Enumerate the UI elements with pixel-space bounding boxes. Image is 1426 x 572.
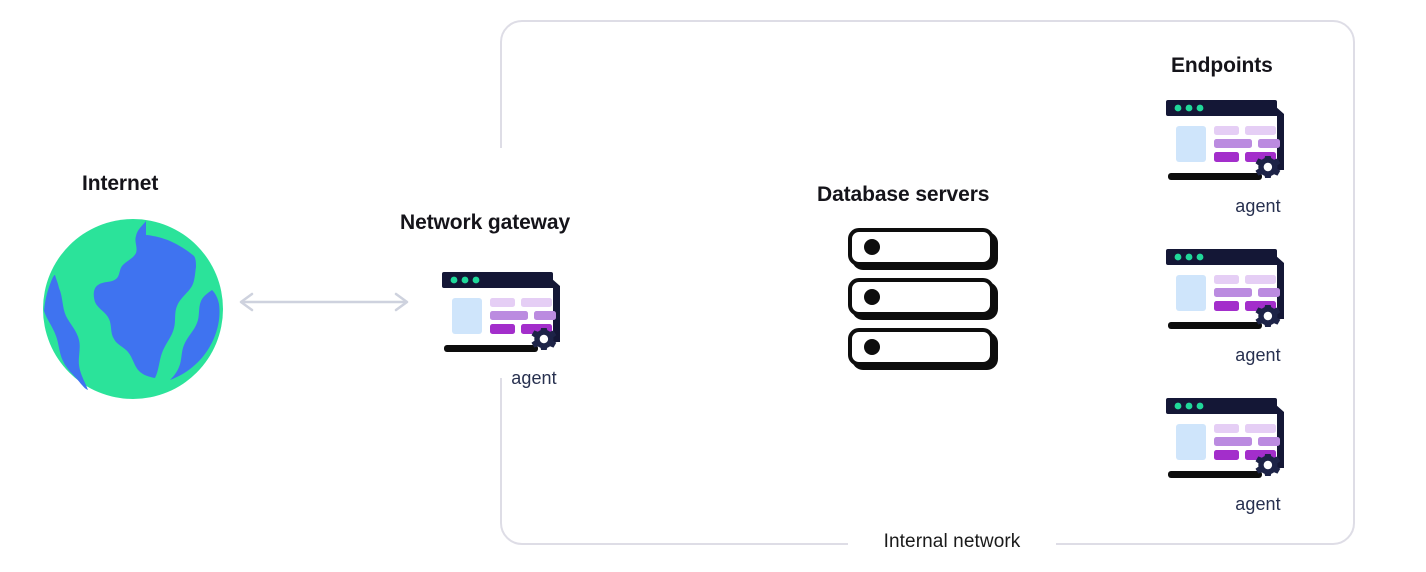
monitor-agent-icon bbox=[1164, 394, 1294, 492]
network-gateway-node[interactable]: agent bbox=[440, 268, 590, 398]
internet-title: Internet bbox=[82, 172, 159, 195]
monitor-agent-icon bbox=[440, 268, 570, 366]
endpoint-agent-label: agent bbox=[1235, 494, 1281, 514]
database-servers-title: Database servers bbox=[817, 183, 990, 206]
gateway-agent-label: agent bbox=[511, 368, 557, 388]
database-server-unit[interactable] bbox=[848, 278, 994, 316]
double-arrow-icon bbox=[236, 290, 412, 314]
endpoint-node[interactable]: agent bbox=[1164, 245, 1314, 375]
internal-network-label: Internal network bbox=[883, 531, 1021, 552]
monitor-agent-icon bbox=[1164, 96, 1294, 194]
endpoints-title: Endpoints bbox=[1171, 54, 1273, 77]
globe-icon bbox=[42, 218, 224, 400]
server-status-dot bbox=[864, 239, 880, 255]
database-server-stack bbox=[848, 228, 1008, 368]
boundary-bottom-gap bbox=[848, 528, 1056, 562]
endpoint-agent-label: agent bbox=[1235, 345, 1281, 365]
endpoint-agent-label: agent bbox=[1235, 196, 1281, 216]
network-gateway-title: Network gateway bbox=[400, 211, 571, 234]
server-status-dot bbox=[864, 289, 880, 305]
server-status-dot bbox=[864, 339, 880, 355]
endpoint-node[interactable]: agent bbox=[1164, 394, 1314, 524]
endpoint-node[interactable]: agent bbox=[1164, 96, 1314, 226]
monitor-agent-icon bbox=[1164, 245, 1294, 343]
database-server-unit[interactable] bbox=[848, 328, 994, 366]
database-server-unit[interactable] bbox=[848, 228, 994, 266]
